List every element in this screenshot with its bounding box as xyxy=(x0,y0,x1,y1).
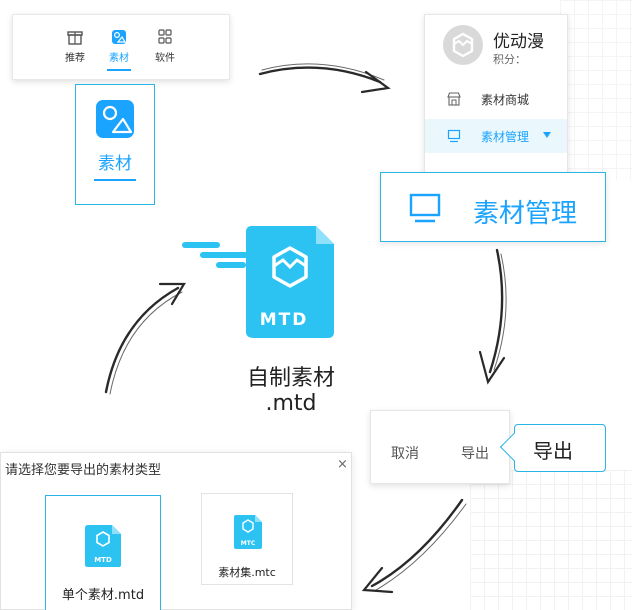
option-material-set[interactable]: MTC 素材集.mtc xyxy=(201,493,293,585)
tab-material[interactable]: 素材 xyxy=(99,29,139,71)
top-nav-bar: 推荐 素材 软件 xyxy=(12,14,230,80)
profile-menu: 优动漫 积分： 素材商城 素材管理 xyxy=(424,14,568,189)
manage-callout: 素材管理 xyxy=(380,172,606,242)
callout-label: 导出 xyxy=(533,439,573,463)
mtc-file-icon xyxy=(234,515,262,549)
tab-label: 素材 xyxy=(109,53,129,64)
close-icon[interactable]: × xyxy=(337,457,348,472)
callout-label: 素材管理 xyxy=(473,199,578,229)
export-callout: 导出 xyxy=(499,424,606,472)
chevron-down-icon xyxy=(543,132,551,138)
software-icon xyxy=(158,29,172,44)
caption-extension: .mtd xyxy=(265,391,317,416)
recommend-icon xyxy=(67,31,83,45)
store-icon xyxy=(447,92,461,106)
points-label: 积分： xyxy=(493,53,526,66)
background-grid xyxy=(470,470,632,610)
material-icon xyxy=(96,100,134,138)
dialog-title: 请选择您要导出的素材类型 xyxy=(5,463,162,478)
avatar[interactable] xyxy=(443,25,483,65)
tab-recommend[interactable]: 推荐 xyxy=(55,29,95,64)
menu-item-store[interactable]: 素材商城 xyxy=(425,82,567,116)
menu-item-manage[interactable]: 素材管理 xyxy=(425,119,567,153)
menu-item-label: 素材商城 xyxy=(481,93,530,107)
tab-software[interactable]: 软件 xyxy=(145,29,185,64)
hexagon-logo-icon xyxy=(452,32,474,58)
mtd-file-icon xyxy=(85,525,121,567)
caption-title: 自制素材 xyxy=(246,366,335,391)
callout-label: 素材 xyxy=(98,154,132,174)
option-label: 单个素材.mtd xyxy=(61,588,145,603)
center-caption: 自制素材 .mtd xyxy=(226,366,356,416)
active-underline xyxy=(94,179,136,181)
monitor-icon xyxy=(409,193,441,223)
cancel-button[interactable]: 取消 xyxy=(391,446,419,462)
export-type-dialog: 请选择您要导出的素材类型 × MTD 单个素材.mtd MTC 素材集.mtc xyxy=(0,452,352,610)
option-label: 素材集.mtc xyxy=(218,566,276,579)
file-type-badge: MTC xyxy=(240,540,256,547)
monitor-icon xyxy=(447,129,461,143)
material-icon xyxy=(112,30,127,44)
material-callout: 素材 xyxy=(75,84,155,205)
tab-label: 软件 xyxy=(155,53,175,64)
username: 优动漫 xyxy=(493,32,544,52)
option-single-material[interactable]: MTD 单个素材.mtd xyxy=(45,495,161,610)
background-grid xyxy=(560,0,632,180)
file-type-badge: MTD xyxy=(259,310,309,330)
export-menu: 取消 导出 xyxy=(370,410,510,484)
file-type-badge: MTD xyxy=(94,556,112,564)
export-button[interactable]: 导出 xyxy=(461,446,489,462)
menu-item-label: 素材管理 xyxy=(481,130,530,144)
tab-label: 推荐 xyxy=(65,53,85,64)
mtd-file-icon xyxy=(182,226,334,338)
